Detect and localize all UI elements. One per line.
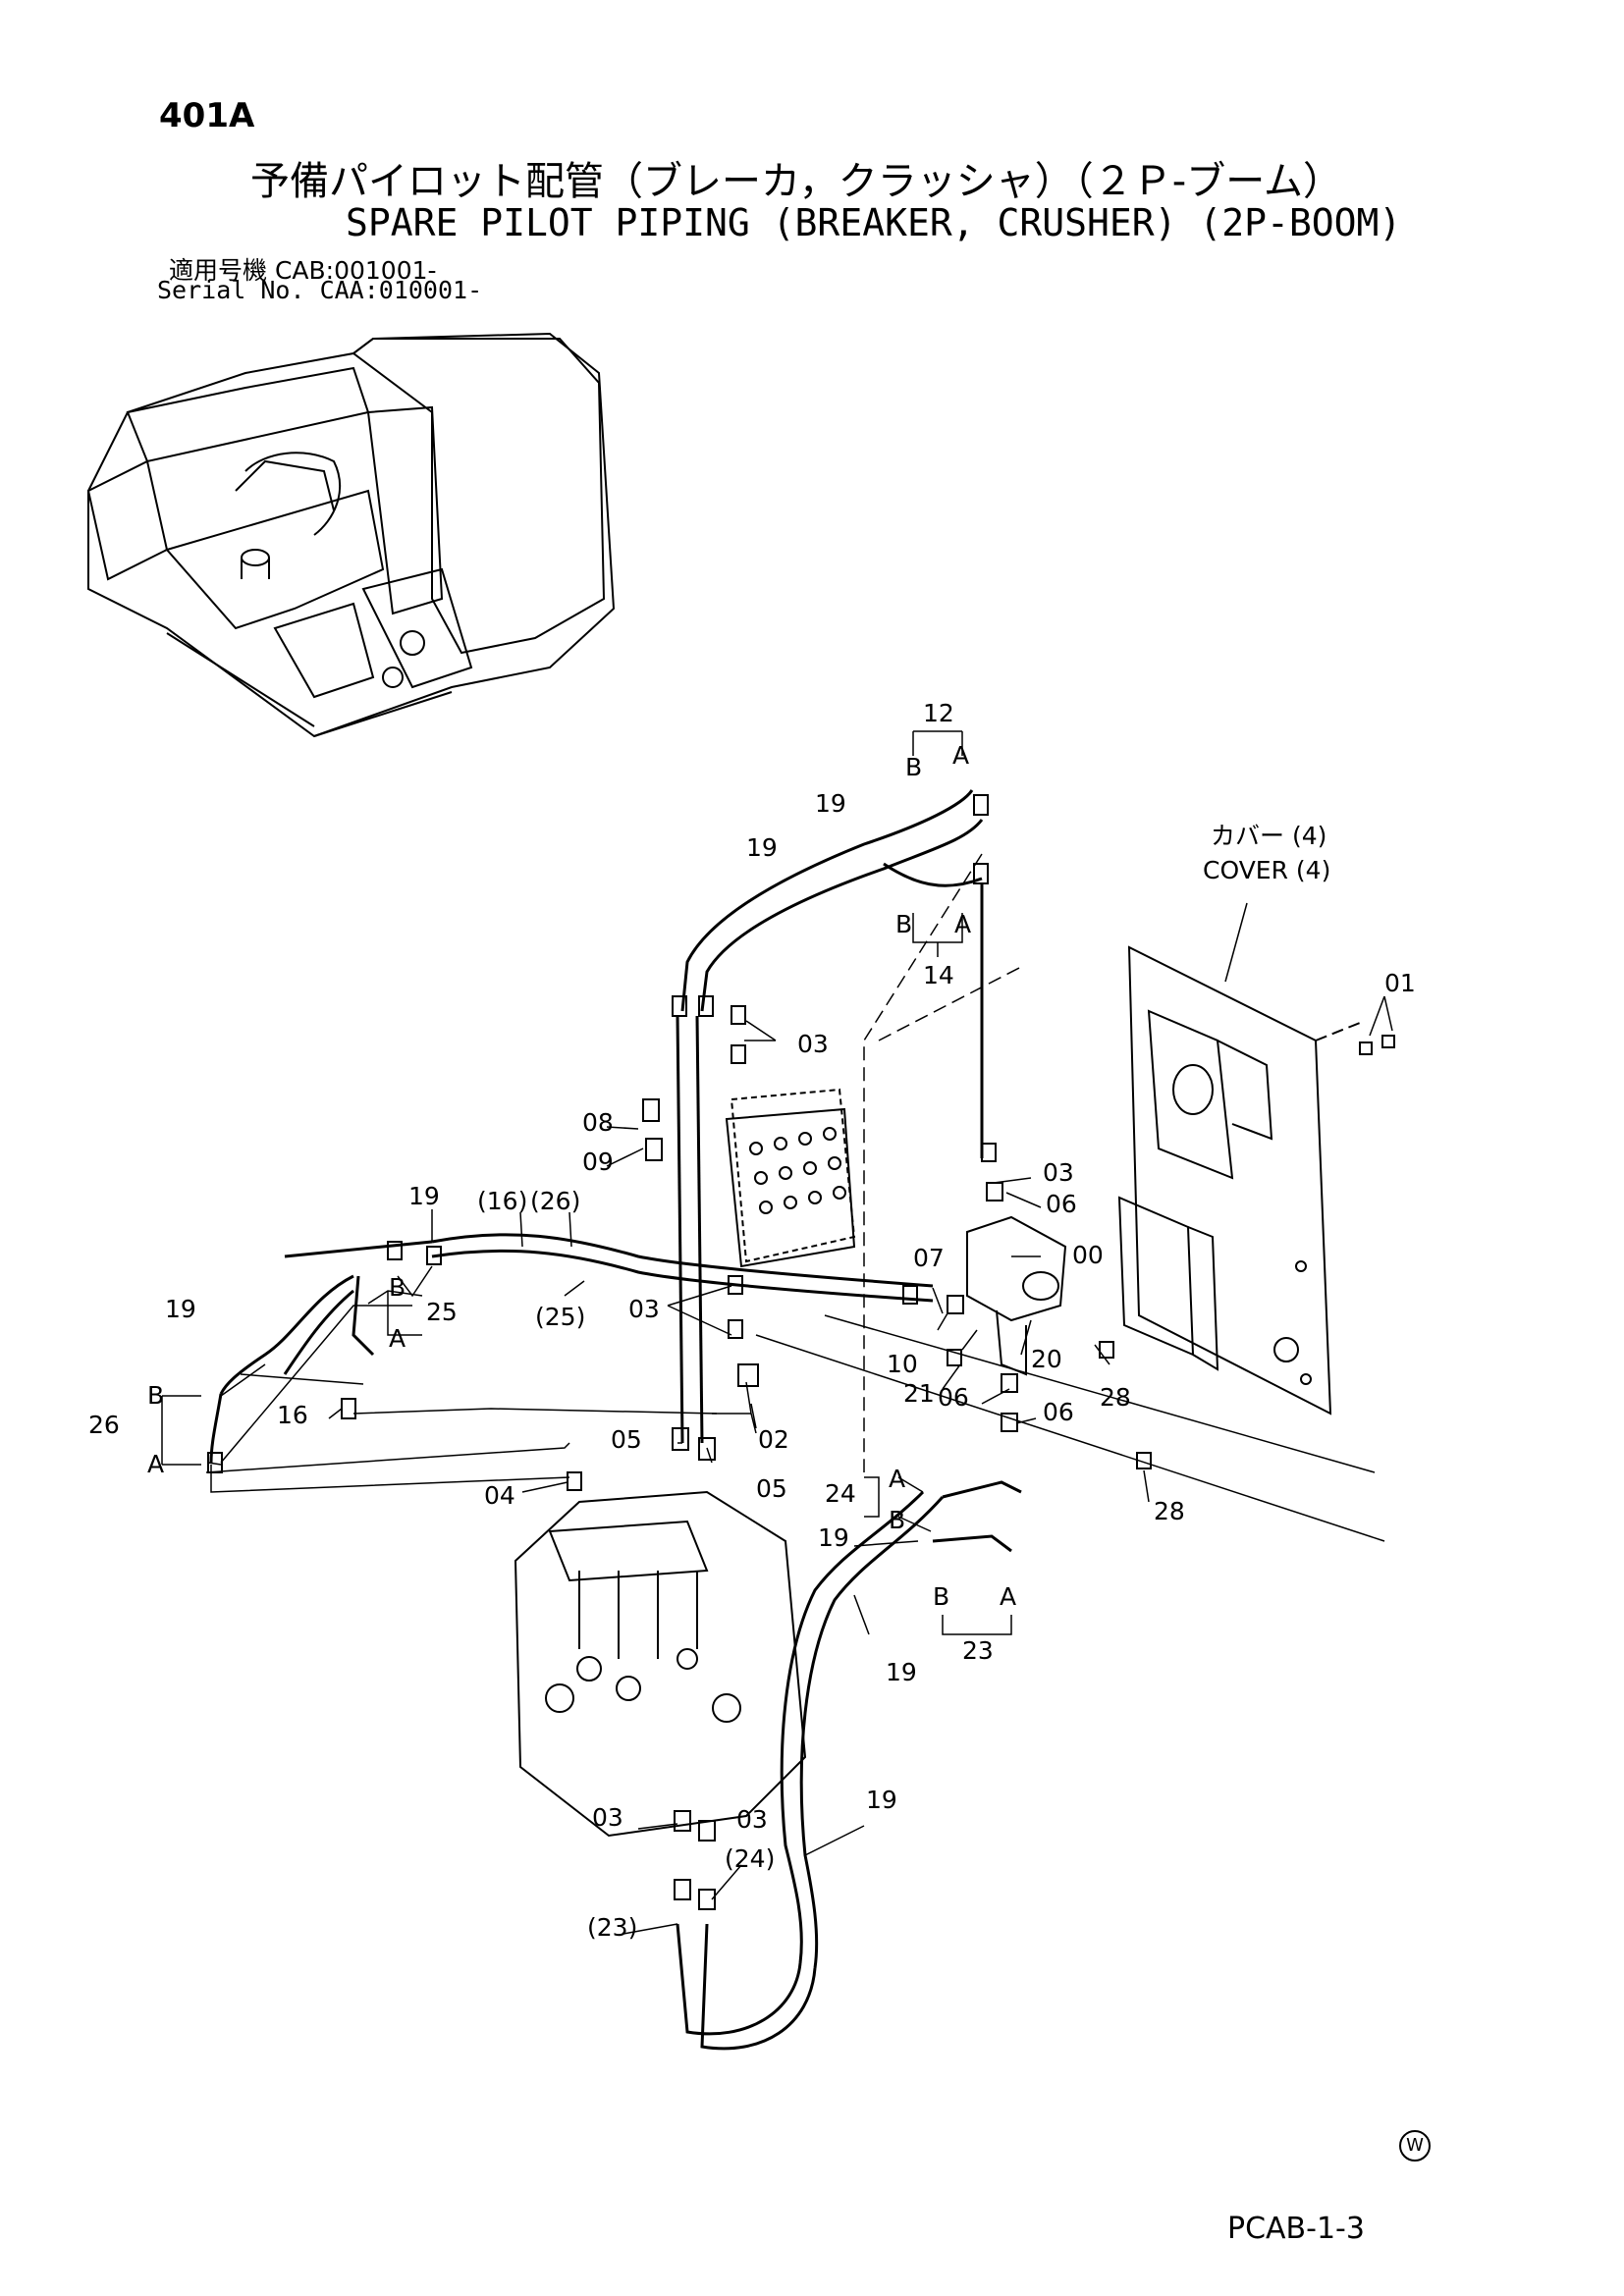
label-19: 19 [886,1658,917,1686]
label-24: 24 [825,1479,856,1508]
alignment-lines [863,853,1022,1472]
serial-number-en: Serial No. CAA:010001- [157,276,483,304]
label-A: A [889,1465,905,1493]
label-02: 02 [758,1425,789,1454]
leader-lines [161,730,1393,1935]
label-04: 04 [484,1481,515,1510]
cover-plate [1117,945,1366,1415]
label-00: 00 [1072,1241,1104,1269]
label-19: 19 [408,1182,440,1210]
cab-illustration [86,332,616,738]
callout-labels: 12 B A 19 19 B A 14 カバー (4) COVER (4) 01… [88,699,1416,1942]
label-16: 16 [277,1401,308,1429]
label-19: 19 [815,789,846,818]
label-24-ref: (24) [725,1844,775,1873]
label-A: A [954,910,971,938]
page-id: 401A [159,96,255,135]
label-14: 14 [923,961,954,989]
label-06: 06 [1043,1398,1074,1426]
fittings [207,794,1395,1910]
control-valve [514,1490,807,1838]
serial-number-jp: 適用号機 CAB:001001- [169,256,437,285]
label-A: A [1000,1582,1016,1611]
label-cover-jp: カバー (4) [1211,822,1326,850]
label-A: A [147,1450,164,1478]
label-B: B [905,753,922,781]
label-10: 10 [887,1350,918,1378]
title-english: SPARE PILOT PIPING (BREAKER, CRUSHER) (2… [346,201,1402,244]
label-03: 03 [628,1295,660,1323]
pilot-valve-block [725,1088,856,1268]
page-code: PCAB-1-3 [1227,2212,1365,2246]
label-19: 19 [746,833,778,862]
label-19: 19 [818,1523,849,1552]
label-B: B [895,910,912,938]
label-25-ref: (25) [535,1303,585,1331]
label-cover-en: COVER (4) [1203,856,1330,884]
label-06: 06 [1046,1190,1077,1218]
label-16-ref: (16) [477,1187,527,1215]
label-05: 05 [611,1425,642,1454]
label-05: 05 [756,1474,787,1503]
title-japanese: 予備パイロット配管（ブレーカ，クラッシャ）（２Ｐ-ブーム） [250,159,1343,204]
label-08: 08 [582,1108,614,1137]
label-28: 28 [1100,1383,1131,1412]
label-A: A [389,1324,406,1353]
label-03: 03 [736,1805,768,1834]
label-26: 26 [88,1411,120,1439]
label-19: 19 [165,1295,196,1323]
label-09: 09 [582,1148,614,1176]
label-03: 03 [797,1030,829,1058]
label-B: B [933,1582,949,1611]
label-23-ref: (23) [587,1913,637,1942]
label-28: 28 [1154,1497,1185,1525]
label-20: 20 [1031,1345,1062,1373]
label-19: 19 [866,1786,897,1814]
label-12: 12 [923,699,954,727]
label-06: 06 [938,1383,969,1412]
label-B: B [147,1381,164,1410]
label-21: 21 [903,1379,935,1408]
label-B: B [889,1506,905,1534]
label-26-ref: (26) [530,1187,580,1215]
label-01: 01 [1384,969,1416,997]
label-25: 25 [426,1298,458,1326]
label-23: 23 [962,1636,994,1665]
label-03: 03 [1043,1158,1074,1187]
hoses [209,789,1022,2051]
label-07: 07 [913,1244,945,1272]
label-03: 03 [592,1803,623,1832]
label-A: A [952,741,969,770]
w-mark-icon: W [1399,2130,1431,2162]
label-B: B [389,1273,406,1302]
